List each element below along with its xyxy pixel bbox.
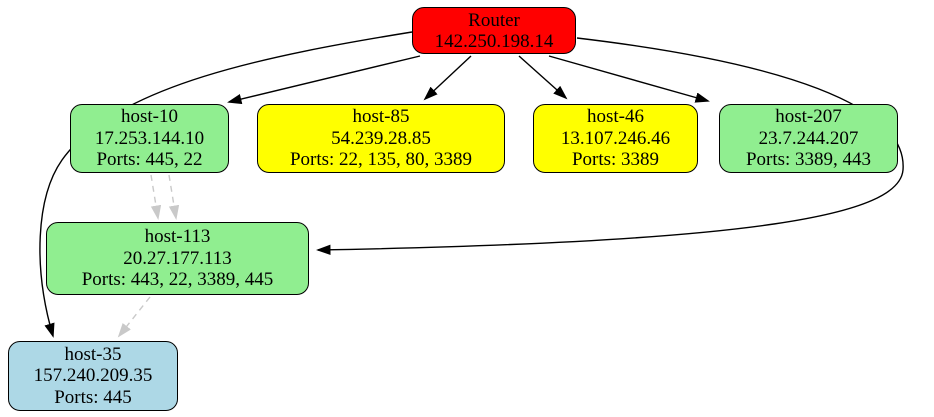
node-router-name: Router (468, 9, 520, 31)
node-host-46-name: host-46 (587, 106, 644, 128)
node-host-10-ports: Ports: 445, 22 (96, 149, 203, 171)
node-router: Router 142.250.198.14 (412, 7, 576, 54)
node-host-207-ip: 23.7.244.207 (758, 127, 859, 149)
node-host-46: host-46 13.107.246.46 Ports: 3389 (533, 104, 698, 173)
node-host-113-ports: Ports: 443, 22, 3389, 445 (81, 269, 274, 291)
node-host-207-name: host-207 (775, 106, 842, 128)
edge-host-10-to-host-113-b (168, 174, 176, 218)
node-host-46-ip: 13.107.246.46 (560, 127, 671, 149)
node-host-10: host-10 17.253.144.10 Ports: 445, 22 (70, 104, 229, 173)
node-router-ip: 142.250.198.14 (434, 30, 554, 52)
node-host-35: host-35 157.240.209.35 Ports: 445 (8, 341, 178, 411)
edge-host-10-to-host-113-a (150, 174, 158, 218)
node-host-35-ports: Ports: 445 (54, 386, 132, 408)
node-host-10-ip: 17.253.144.10 (94, 127, 205, 149)
node-host-113: host-113 20.27.177.113 Ports: 443, 22, 3… (46, 222, 309, 295)
node-host-85-ip: 54.239.28.85 (331, 127, 431, 149)
node-host-207-ports: Ports: 3389, 443 (745, 149, 872, 171)
edge-router-to-host-207 (548, 55, 708, 101)
node-host-113-name: host-113 (144, 226, 211, 248)
node-host-113-ip: 20.27.177.113 (123, 247, 232, 269)
node-host-35-name: host-35 (64, 343, 122, 365)
edge-router-to-host-113 (318, 37, 904, 250)
edge-router-to-host-46 (518, 55, 566, 98)
edge-router-to-host-10 (229, 55, 421, 102)
node-host-207: host-207 23.7.244.207 Ports: 3389, 443 (719, 104, 898, 173)
node-host-85-ports: Ports: 22, 135, 80, 3389 (289, 149, 473, 171)
node-host-10-name: host-10 (121, 106, 178, 128)
edge-router-to-host-85 (425, 55, 472, 99)
edge-host-113-to-host-35 (119, 296, 151, 336)
node-host-46-ports: Ports: 3389 (571, 149, 660, 171)
node-host-85: host-85 54.239.28.85 Ports: 22, 135, 80,… (257, 104, 505, 173)
node-host-85-name: host-85 (352, 106, 410, 128)
node-host-35-ip: 157.240.209.35 (33, 365, 153, 387)
